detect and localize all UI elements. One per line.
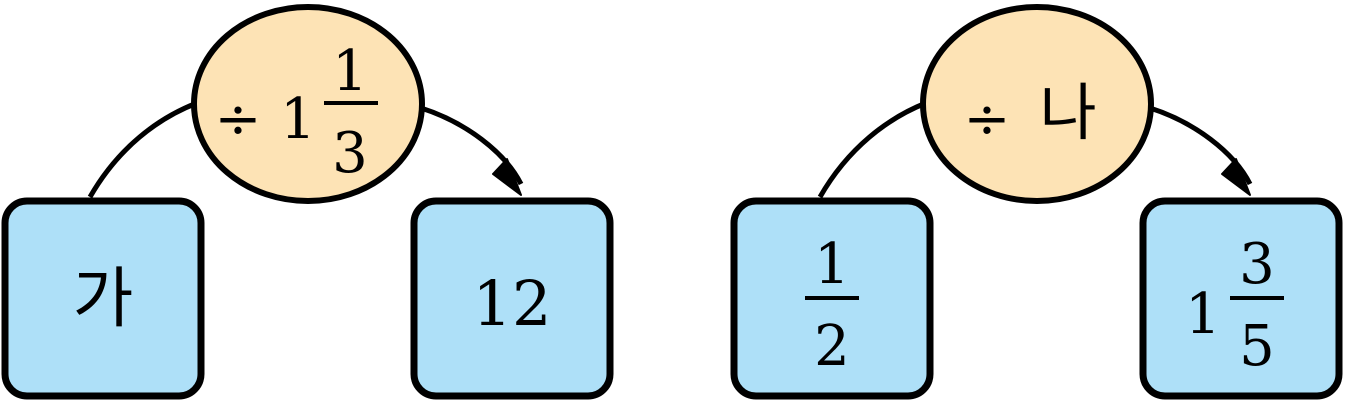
input-label: 가 — [73, 260, 134, 337]
operation-right: ÷ 나 — [964, 76, 1097, 152]
input-denominator: 2 — [814, 314, 850, 379]
divide-symbol: ÷ — [215, 87, 262, 152]
arrow-right-out — [1149, 105, 1253, 186]
arrowhead-right — [1221, 158, 1251, 196]
diagram-left: ÷ 1 1 3 가 12 — [1, 4, 614, 400]
input-box-left — [1, 197, 205, 400]
arc-left-in — [87, 100, 198, 199]
output-numerator: 3 — [1239, 232, 1275, 297]
input-numerator: 1 — [814, 232, 850, 297]
diagram-right: ÷ 나 1 2 1 3 5 — [730, 4, 1343, 400]
operation-left: ÷ 1 1 3 — [215, 39, 378, 186]
operation-unknown: 나 — [1039, 76, 1096, 149]
operation-whole: 1 — [280, 87, 316, 152]
output-value: 12 — [473, 267, 552, 340]
arrowhead-left — [492, 158, 522, 196]
operation-numerator: 1 — [332, 39, 368, 104]
divide-symbol: ÷ — [964, 87, 1011, 152]
operation-oval-right — [920, 4, 1154, 204]
output-denominator: 5 — [1239, 314, 1275, 379]
input-fraction: 1 2 — [805, 232, 859, 379]
arc-right-in — [817, 100, 927, 199]
output-whole: 1 — [1185, 282, 1221, 347]
output-mixed-number: 1 3 5 — [1185, 232, 1284, 379]
output-box-left — [410, 197, 614, 400]
operation-oval-left — [191, 4, 425, 204]
operation-denominator: 3 — [332, 121, 368, 186]
arrow-left-out — [420, 105, 524, 186]
